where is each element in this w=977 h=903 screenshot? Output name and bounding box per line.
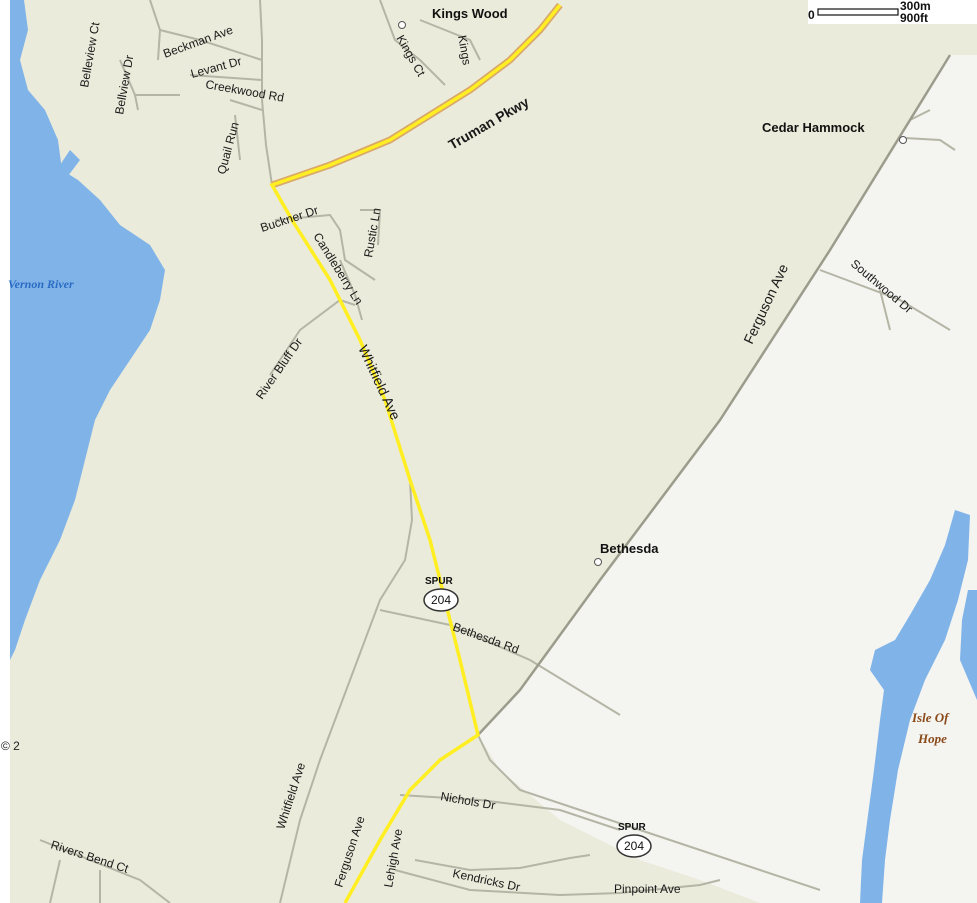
spur-204-shield: SPUR 204 [616, 822, 652, 858]
place-cedar-hammock: Cedar Hammock [762, 120, 865, 135]
scale-bar-rule [817, 8, 899, 16]
cedar-hammock-marker [899, 136, 907, 144]
bethesda-marker [594, 558, 602, 566]
developed-area [478, 55, 977, 903]
highlighted-route [269, 3, 562, 903]
vernon-river-creek [10, 150, 80, 180]
spur-shield-number: 204 [431, 593, 451, 607]
spur-shield-oval [423, 588, 459, 612]
place-bethesda: Bethesda [600, 541, 659, 556]
left-margin [0, 0, 10, 903]
minor-roads [39, 0, 956, 903]
road-pinpoint-ave: Pinpoint Ave [614, 882, 681, 896]
spur-204-shield: SPUR 204 [423, 576, 459, 612]
scale-bar: 0 300m 900ft [808, 0, 977, 25]
water-isle-of-hope-2: Hope [917, 731, 947, 746]
place-kings-wood: Kings Wood [432, 6, 508, 21]
scale-meters: 300m [900, 0, 931, 13]
road-kings: Kings [455, 34, 474, 66]
kings-wood-marker [398, 21, 406, 29]
vernon-river-inlet [80, 205, 120, 262]
ferguson-ave-road [477, 54, 952, 736]
spur-shield-oval [616, 834, 652, 858]
spur-shield-top-text: SPUR [425, 576, 454, 587]
copyright-fragment: © 2 [1, 739, 20, 753]
scale-feet: 900ft [900, 11, 928, 25]
spur-shield-number: 204 [624, 839, 644, 853]
scale-zero: 0 [808, 8, 815, 22]
east-river-branch [960, 590, 977, 700]
water-isle-of-hope-1: Isle Of [911, 710, 950, 725]
east-river [860, 510, 970, 903]
spur-shield-top-text: SPUR [618, 822, 647, 833]
water-vernon-river: Vernon River [8, 277, 74, 291]
